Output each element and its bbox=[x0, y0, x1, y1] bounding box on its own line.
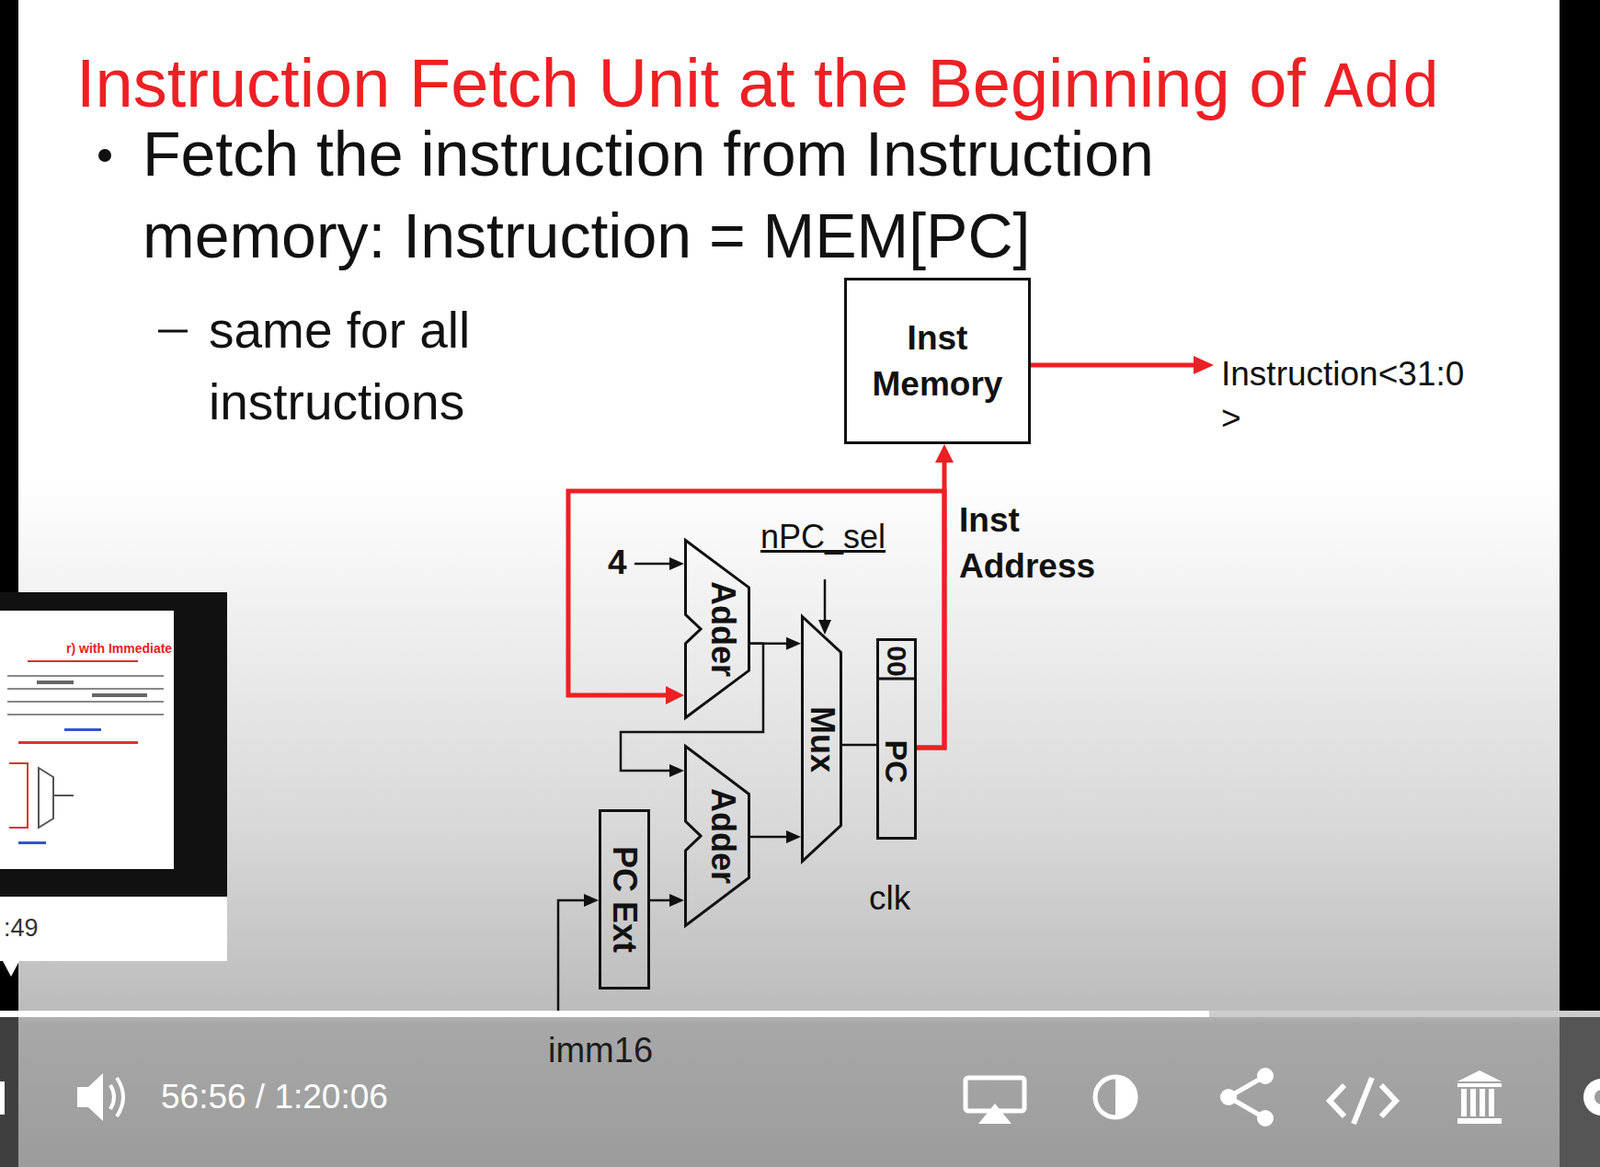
title-code-word: Add bbox=[1324, 57, 1440, 123]
playback-time: 56:56 / 1:20:06 bbox=[160, 1076, 389, 1118]
mux-symbol: Mux bbox=[800, 615, 843, 863]
npc-sel-wire bbox=[818, 579, 832, 635]
theme-toggle-icon bbox=[1095, 1076, 1136, 1118]
signal-name: Instruction<31:0 > bbox=[1221, 352, 1479, 441]
pc-register: 00PC bbox=[876, 638, 917, 840]
signal-name: imm16 bbox=[548, 1029, 653, 1073]
volume-icon bbox=[77, 1073, 124, 1121]
thumbnail-preview bbox=[0, 592, 228, 977]
progress-played bbox=[0, 1010, 1210, 1018]
settings-icon bbox=[1583, 1078, 1600, 1116]
node-text: PC bbox=[880, 739, 913, 783]
bullet-text: Fetch the instruction from Instruction m… bbox=[142, 113, 1246, 277]
embed-icon bbox=[1329, 1077, 1396, 1124]
progress-track bbox=[0, 1010, 1600, 1018]
thumbnail-title: r) with Immediate bbox=[66, 640, 172, 657]
wire-connector bbox=[568, 491, 945, 748]
node-text: PC Ext bbox=[607, 845, 641, 953]
sub-bullet-dash bbox=[158, 330, 188, 333]
wire-connector bbox=[750, 830, 801, 844]
preview-time: :49 bbox=[3, 913, 39, 943]
node-text: Adder bbox=[706, 788, 740, 884]
constant-value: 4 bbox=[607, 542, 628, 583]
share-icon bbox=[1220, 1067, 1274, 1127]
constant-four-wire bbox=[634, 557, 685, 571]
imm16-wire bbox=[558, 893, 599, 1011]
play-button-edge bbox=[0, 1081, 5, 1115]
wire-connector bbox=[650, 893, 685, 907]
control-signal-name: nPC_sel bbox=[760, 516, 886, 557]
airplay-icon bbox=[965, 1077, 1025, 1124]
delete-icon bbox=[1457, 1070, 1502, 1124]
bullet-dot bbox=[98, 148, 112, 162]
adder-symbol: Adder bbox=[684, 744, 751, 927]
memory-block: Inst Memory bbox=[844, 277, 1031, 445]
instruction-output-wire bbox=[1030, 355, 1214, 375]
adder-symbol: Adder bbox=[684, 538, 751, 720]
node-text: Mux bbox=[805, 706, 839, 773]
wire-connector bbox=[620, 643, 764, 778]
node-text: Adder bbox=[706, 581, 740, 677]
node-text: Inst Memory bbox=[856, 315, 1019, 408]
sign-extend-block: PC Ext bbox=[598, 809, 651, 990]
wire-connector bbox=[842, 744, 877, 746]
video-border bbox=[0, 1017, 19, 1167]
node-text: 00 bbox=[882, 645, 911, 676]
slide-title: Instruction Fetch Unit at the Beginning … bbox=[76, 49, 1306, 118]
clock-label: clk bbox=[868, 878, 911, 919]
edge-label: Inst Address bbox=[959, 497, 1116, 590]
sub-bullet-text: same for all instructions bbox=[208, 294, 478, 438]
video-border bbox=[1559, 0, 1600, 1011]
